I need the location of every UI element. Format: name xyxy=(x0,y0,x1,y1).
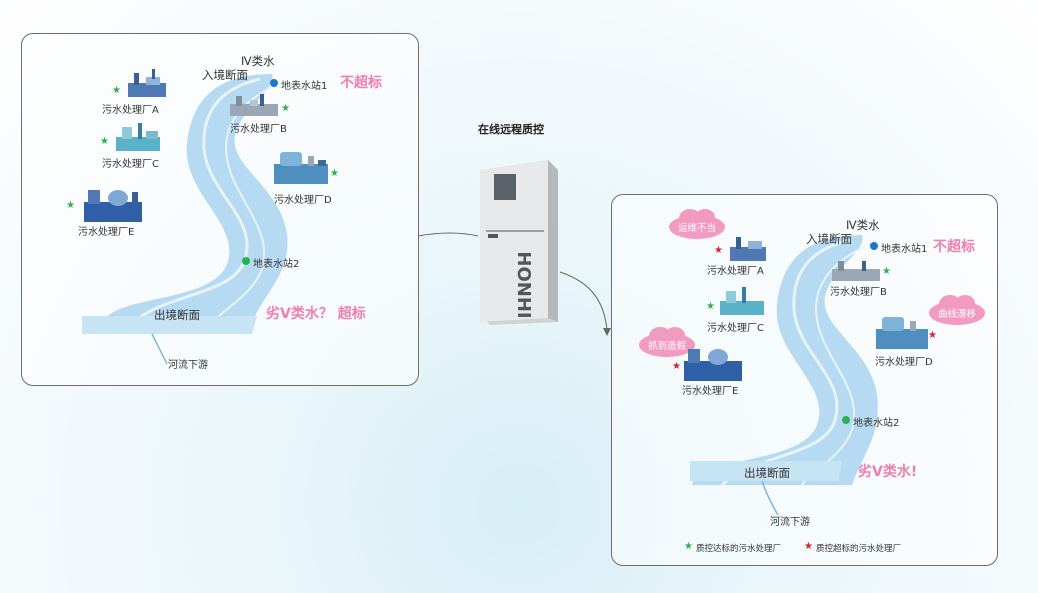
star-ok-icon: ★ xyxy=(112,85,121,96)
factory-icon xyxy=(230,94,278,116)
factory-icon xyxy=(128,69,166,97)
river-left xyxy=(82,74,288,365)
exit-section: 出境断面 xyxy=(154,308,200,322)
star-ok-icon: ★ xyxy=(706,301,715,312)
downstream-label: 河流下游 xyxy=(770,517,810,528)
plant-c-label: 污水处理厂C xyxy=(102,159,159,170)
factory-icon xyxy=(274,152,328,184)
cloud-d-text: 曲线漂移 xyxy=(938,308,977,320)
legend-ok: 质控达标的污水处理厂 xyxy=(696,544,782,554)
star-ok-icon: ★ xyxy=(882,266,891,277)
star-ok-icon: ★ xyxy=(66,200,75,211)
station1-label: 地表水站1 xyxy=(281,81,328,92)
river-right xyxy=(690,235,878,516)
panel-before: Ⅳ类水 入境断面 地表水站1 不超标 ★ 污水处理厂A ★ 污水处理厂B ★ 污… xyxy=(21,33,419,386)
factory-icon xyxy=(730,237,766,261)
plant-b-label: 污水处理厂B xyxy=(230,124,287,135)
qc-device: HONHI xyxy=(480,160,558,325)
station2-marker xyxy=(842,416,850,424)
legend-bad-star-icon: ★ xyxy=(804,541,813,552)
alert-cloud: 曲线漂移 xyxy=(929,295,985,325)
status-top: 不超标 xyxy=(933,239,975,255)
star-bad-icon: ★ xyxy=(714,245,723,256)
station1-label: 地表水站1 xyxy=(881,244,928,255)
factory-icon xyxy=(116,123,160,151)
status-bottom: 劣Ⅴ类水! xyxy=(858,464,918,480)
entry-section: 入境断面 xyxy=(806,232,852,246)
star-bad-icon: ★ xyxy=(928,330,937,341)
plant-c-label: 污水处理厂C xyxy=(707,323,764,334)
device-brand: HONHI xyxy=(513,251,534,318)
status-top: 不超标 xyxy=(340,75,382,91)
factory-icon xyxy=(84,190,142,222)
station2-label: 地表水站2 xyxy=(853,418,900,429)
legend-ok-star-icon: ★ xyxy=(684,541,693,552)
plant-e-label: 污水处理厂E xyxy=(78,227,135,238)
station1-marker xyxy=(270,79,278,87)
star-bad-icon: ★ xyxy=(672,361,681,372)
alert-cloud: 抓到造假 xyxy=(639,327,695,357)
exit-section: 出境断面 xyxy=(744,466,790,480)
legend-bad: 质控超标的污水处理厂 xyxy=(816,544,902,554)
device-title: 在线远程质控 xyxy=(478,123,544,136)
downstream-label: 河流下游 xyxy=(168,360,208,371)
water-class-in: Ⅳ类水 xyxy=(241,54,275,68)
cloud-a-text: 运维不当 xyxy=(678,222,716,234)
plant-b-label: 污水处理厂B xyxy=(830,287,887,298)
water-class-in: Ⅳ类水 xyxy=(846,218,880,232)
station2-marker xyxy=(242,257,250,265)
plant-d-label: 污水处理厂D xyxy=(274,195,332,206)
cloud-e-text: 抓到造假 xyxy=(648,340,687,352)
star-ok-icon: ★ xyxy=(100,136,109,147)
factory-icon xyxy=(720,287,764,315)
station2-label: 地表水站2 xyxy=(253,259,300,270)
status-bottom: 劣Ⅴ类水？ 超标 xyxy=(266,306,366,322)
star-ok-icon: ★ xyxy=(281,103,290,114)
plant-a-label: 污水处理厂A xyxy=(102,105,159,116)
factory-icon xyxy=(684,349,742,381)
factory-icon xyxy=(876,317,928,349)
station1-marker xyxy=(870,242,878,250)
device-screen xyxy=(494,174,516,200)
factory-icon xyxy=(832,261,880,281)
plant-d-label: 污水处理厂D xyxy=(875,357,933,368)
alert-cloud: 运维不当 xyxy=(669,209,725,239)
entry-section: 入境断面 xyxy=(202,68,248,82)
panel-after: Ⅳ类水 入境断面 地表水站1 不超标 运维不当 ★ 污水处理厂A ★ 污水处理厂… xyxy=(611,194,998,566)
plant-a-label: 污水处理厂A xyxy=(707,266,764,277)
plant-e-label: 污水处理厂E xyxy=(682,386,739,397)
star-ok-icon: ★ xyxy=(330,168,339,179)
